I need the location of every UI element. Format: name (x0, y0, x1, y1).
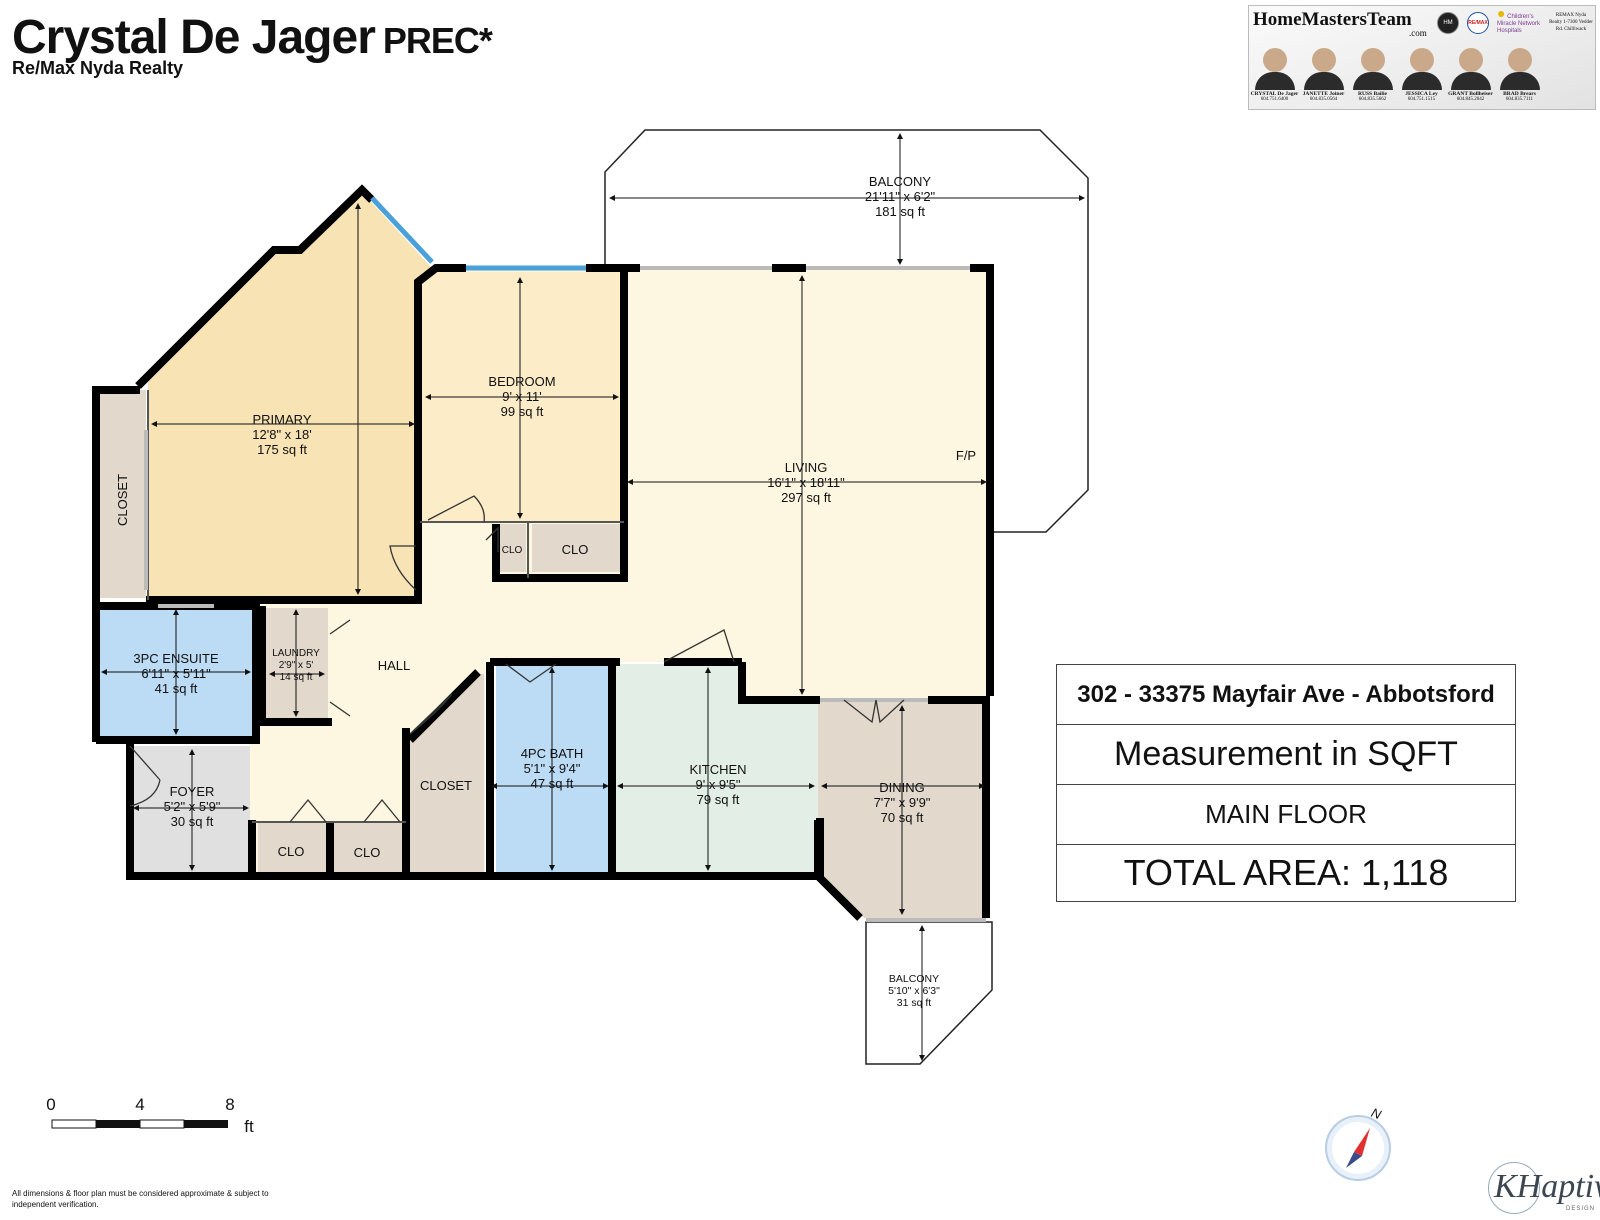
clo-bedroom-label: CLO (562, 542, 589, 557)
door-swings (129, 495, 905, 823)
disclaimer: All dimensions & floor plan must be cons… (12, 1189, 269, 1209)
closet-primary-label: CLOSET (115, 474, 130, 526)
agent-card-name: RUSS Bailie (1358, 91, 1387, 97)
agent-photo (1458, 48, 1483, 72)
scale-tick-0: 0 (46, 1095, 55, 1114)
clo-small-fill (496, 524, 526, 572)
logo-ring-icon (1488, 1162, 1540, 1214)
clo-bedroom-fill (532, 524, 620, 572)
team-banner: HomeMastersTeam .com HM RE/MAX ● Childre… (1248, 5, 1596, 110)
agent-photo-body (1401, 72, 1442, 90)
scale-tick-4: 4 (135, 1095, 144, 1114)
designation: PREC* (382, 20, 493, 61)
agent-photo-body (1450, 72, 1491, 90)
scale-tick-8: 8 (225, 1095, 234, 1114)
agent-name-text: Crystal De Jager (12, 11, 376, 64)
scale-bar: 0 4 8 ft (46, 1095, 254, 1136)
agent-card-phone: 604.835.0564 (1309, 97, 1338, 102)
compass-north-label: N (1369, 1105, 1384, 1123)
agent-card-name: BRAD Brears (1503, 91, 1536, 97)
agent-photo (1360, 48, 1385, 72)
closet-hall-fill (410, 674, 484, 872)
clo-1-label: CLO (278, 844, 305, 859)
closet-hall-label: CLOSET (420, 778, 472, 793)
scale-unit: ft (244, 1117, 254, 1136)
agent-photo (1409, 48, 1434, 72)
lightbulb-icon: ● (1497, 5, 1506, 21)
cmn-logo: ● Children's Miracle Network Hospitals (1497, 6, 1545, 35)
fireplace-label: F/P (956, 448, 976, 463)
agent-photo-body (1352, 72, 1393, 90)
property-address: 302 - 33375 Mayfair Ave - Abbotsford (1057, 665, 1515, 725)
agent-photo-body (1254, 72, 1295, 90)
banner-side-text: REMAX Nyda Realty 1-7300 Vedder Rd. Chil… (1549, 13, 1593, 32)
agent-photo (1262, 48, 1287, 72)
total-area: TOTAL AREA: 1,118 (1123, 851, 1449, 893)
agent-photo-body (1303, 72, 1344, 90)
agent-card-name: JESSICA Ley (1405, 91, 1438, 97)
agent-card-phone: 604.751.6400 (1260, 97, 1289, 102)
sliding-doors (144, 266, 986, 922)
cmn-text: Children's Miracle Network Hospitals (1497, 14, 1541, 34)
agent-photo (1311, 48, 1336, 72)
team-name: HomeMastersTeam (1253, 9, 1412, 30)
closet-primary-fill (100, 390, 146, 598)
brokerage: Re/Max Nyda Realty (12, 58, 184, 78)
team-domain: .com (1409, 28, 1427, 38)
windows (370, 196, 586, 271)
agent-photo-body (1499, 72, 1540, 90)
primary-fill (148, 192, 432, 598)
logo-text: KHaptive (1494, 1168, 1600, 1205)
compass-icon: N (1325, 1105, 1391, 1181)
designer-logo: KHaptive DESIGN (1488, 1162, 1600, 1218)
hall-label: HALL (378, 658, 411, 673)
measurement-unit: Measurement in SQFT (1057, 725, 1515, 785)
clo-small-label: CLO (502, 545, 523, 556)
dimension-arrows (101, 133, 1085, 1061)
agent-card-name: JANETTE Joiner (1302, 91, 1345, 97)
agent-card-name: GRANT Bollheiser (1448, 91, 1493, 97)
clo-2-fill (334, 822, 402, 872)
agent-card-phone: 604.835.7111 (1505, 97, 1534, 102)
agent-card-phone: 604.751.1515 (1407, 97, 1436, 102)
kitchen-fill (616, 664, 818, 872)
clo-2-label: CLO (354, 845, 381, 860)
logo-subtext: DESIGN (1566, 1206, 1596, 1212)
agent-card-phone: 604.845.2042 (1456, 97, 1485, 102)
agent-photo (1507, 48, 1532, 72)
agent-card-name: CRYSTAL De Jager (1250, 91, 1299, 97)
remax-balloon-icon: RE/MAX (1467, 12, 1489, 34)
property-info-box: 302 - 33375 Mayfair Ave - Abbotsford Mea… (1056, 664, 1516, 902)
clo-1-fill (258, 822, 326, 872)
floor-name: MAIN FLOOR (1057, 785, 1515, 845)
agent-card-phone: 604.835.5662 (1358, 97, 1387, 102)
hm-badge-icon: HM (1437, 12, 1459, 34)
